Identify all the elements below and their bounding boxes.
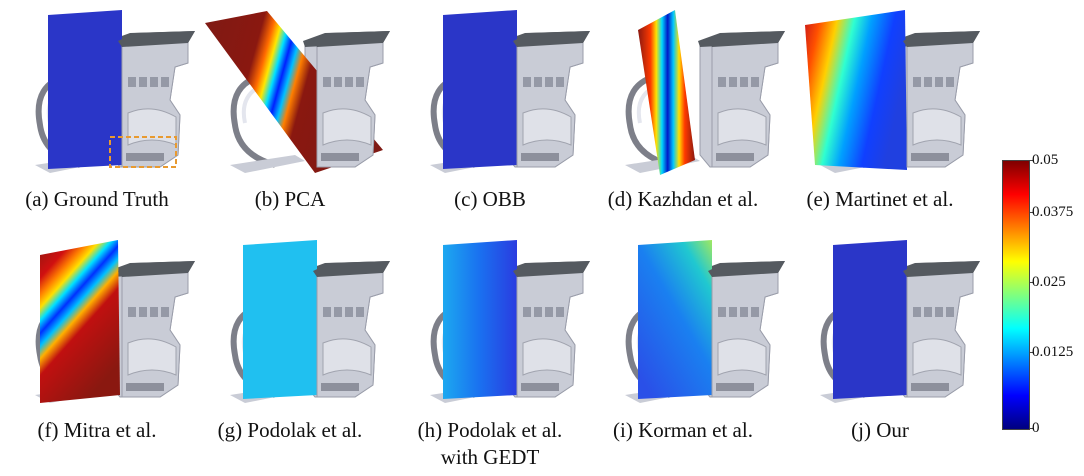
model-arc — [625, 72, 671, 168]
symmetry-plane — [443, 10, 517, 169]
panel-d-render — [625, 10, 785, 175]
symmetry-plane — [243, 240, 317, 399]
panel-e-render — [805, 10, 980, 173]
panel-j — [795, 235, 990, 420]
symmetry-plane — [40, 240, 120, 403]
symmetry-plane — [638, 10, 695, 175]
caption-i: (i) Korman et al. — [613, 418, 753, 442]
panel-c — [405, 5, 600, 190]
caption-f: (f) Mitra et al. — [37, 418, 157, 442]
panel-j-render — [820, 240, 980, 403]
caption-c: (c) OBB — [454, 187, 526, 211]
caption-j: (j) Our — [851, 418, 909, 442]
panel-c-render — [430, 10, 590, 173]
panel-a — [10, 5, 205, 190]
colorbar-tick — [1029, 160, 1033, 161]
colorbar-tick-label: 0 — [1032, 420, 1040, 436]
colorbar-tick-label: 0.0375 — [1032, 204, 1074, 220]
panel-f — [10, 235, 205, 420]
panel-b-render — [205, 11, 390, 173]
panel-d — [600, 5, 795, 190]
panel-h-render — [430, 240, 590, 403]
model-arc — [230, 72, 276, 168]
panel-e — [795, 5, 990, 190]
colorbar-tick-label: 0.0125 — [1032, 344, 1074, 360]
panel-g — [205, 235, 400, 420]
panel-h — [405, 235, 600, 420]
panel-a-render — [35, 10, 195, 173]
panel-b — [205, 5, 400, 190]
colorbar-tick-label: 0.025 — [1032, 274, 1066, 290]
colorbar-tick — [1029, 282, 1033, 283]
caption-h-line2: with GEDT — [440, 445, 540, 469]
symmetry-plane — [805, 10, 907, 170]
caption-b: (b) PCA — [254, 187, 326, 211]
error-colorbar — [1002, 160, 1030, 430]
caption-h: (h) Podolak et al. — [417, 418, 563, 442]
symmetry-plane — [48, 10, 122, 169]
caption-g: (g) Podolak et al. — [217, 418, 363, 442]
colorbar-tick — [1029, 212, 1033, 213]
symmetry-plane — [833, 240, 907, 399]
caption-d: (d) Kazhdan et al. — [607, 187, 759, 211]
colorbar-tick — [1029, 352, 1033, 353]
symmetry-plane — [638, 240, 712, 399]
symmetry-plane — [443, 240, 517, 399]
panel-i-render — [625, 240, 785, 403]
caption-e: (e) Martinet et al. — [806, 187, 954, 211]
panel-f-render — [35, 240, 195, 403]
panel-i — [600, 235, 795, 420]
panel-g-render — [230, 240, 390, 403]
caption-a: (a) Ground Truth — [25, 187, 169, 211]
highlight-box — [109, 136, 177, 168]
colorbar-tick — [1029, 428, 1033, 429]
colorbar-tick-label: 0.05 — [1032, 152, 1059, 168]
